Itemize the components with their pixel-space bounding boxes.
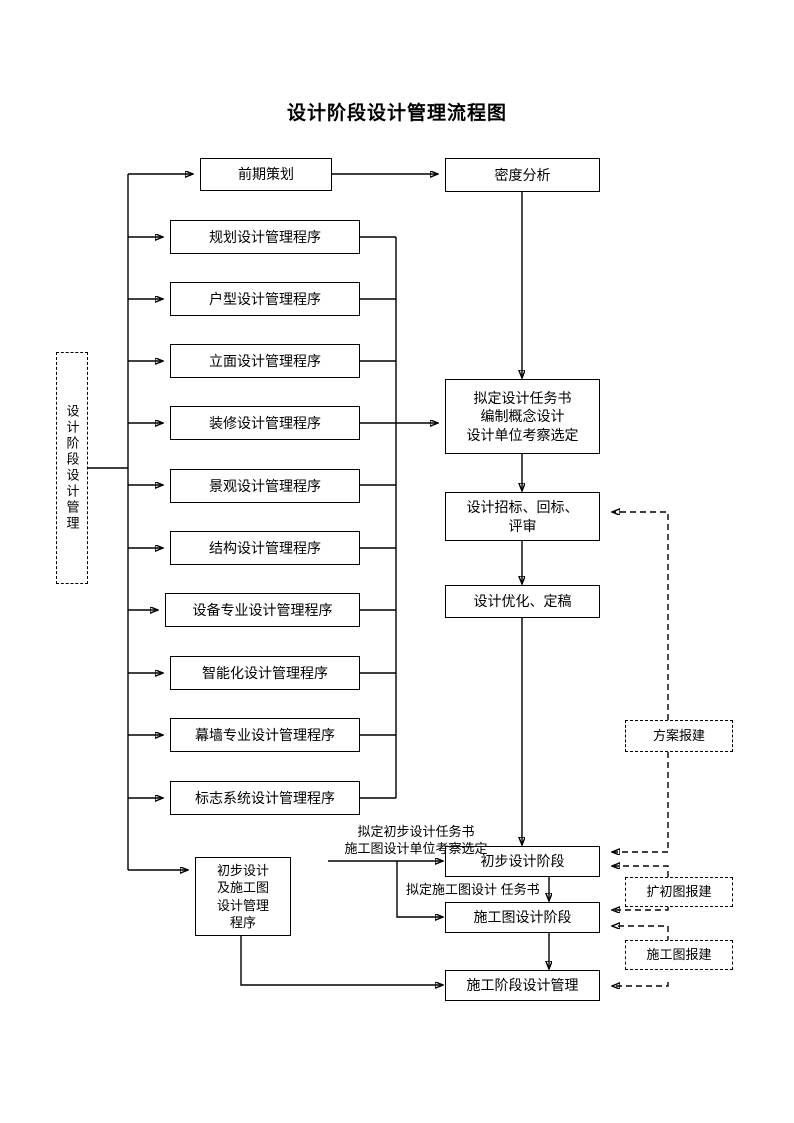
node-label: 初步设计阶段 [480,853,565,870]
node-label: 拟定设计任务书 编制概念设计 设计单位考察选定 [466,389,579,443]
node-structure-design-procedure[interactable]: 结构设计管理程序 [170,531,360,565]
page-title: 设计阶段设计管理流程图 [286,103,507,124]
node-landscape-design-procedure[interactable]: 景观设计管理程序 [170,469,360,503]
node-label: 标志系统设计管理程序 [195,789,335,806]
node-label: 方案报建 [652,728,705,744]
node-label: 规划设计管理程序 [209,228,321,245]
node-density-analysis[interactable]: 密度分析 [445,158,600,192]
node-preliminary-design-stage[interactable]: 初步设计阶段 [445,846,600,877]
node-label: 结构设计管理程序 [209,539,321,556]
node-construction-stage-design-management[interactable]: 施工阶段设计管理 [445,970,600,1001]
edge-label-construction-drawing-task: 拟定施工图设计 任务书 [406,882,540,897]
node-construction-drawing-permit[interactable]: 施工图报建 [625,940,733,970]
node-intelligent-design-procedure[interactable]: 智能化设计管理程序 [170,656,360,690]
node-planning-design-procedure[interactable]: 规划设计管理程序 [170,220,360,254]
stage-label-box: 设计阶段设计管理 [56,352,88,584]
edge-label-preliminary-task: 拟定初步设计任务书 施工图设计单位考察选定 [344,824,488,856]
node-label: 设计招标、回标、 评审 [466,499,579,534]
node-label: 前期策划 [238,166,294,183]
node-preliminary-and-construction-drawing-procedure[interactable]: 初步设计 及施工图 设计管理 程序 [195,857,291,936]
node-facade-design-procedure[interactable]: 立面设计管理程序 [170,344,360,378]
node-label: 扩初图报建 [646,884,712,900]
node-label: 设计优化、定稿 [473,593,572,610]
node-curtainwall-design-procedure[interactable]: 幕墙专业设计管理程序 [170,718,360,752]
node-construction-drawing-stage[interactable]: 施工图设计阶段 [445,902,600,933]
node-label: 户型设计管理程序 [209,290,321,307]
node-design-task-book[interactable]: 拟定设计任务书 编制概念设计 设计单位考察选定 [445,379,600,454]
node-label: 设备专业设计管理程序 [192,601,333,618]
node-label: 景观设计管理程序 [209,477,321,494]
node-label: 初步设计 及施工图 设计管理 程序 [216,863,269,930]
node-unit-type-design-procedure[interactable]: 户型设计管理程序 [170,282,360,316]
node-decoration-design-procedure[interactable]: 装修设计管理程序 [170,406,360,440]
node-design-optimization-final[interactable]: 设计优化、定稿 [445,585,600,618]
node-scheme-permit[interactable]: 方案报建 [625,720,733,752]
node-equipment-design-procedure[interactable]: 设备专业设计管理程序 [165,593,360,627]
node-label: 装修设计管理程序 [209,414,321,431]
node-signage-design-procedure[interactable]: 标志系统设计管理程序 [170,781,360,815]
node-expanded-preliminary-permit[interactable]: 扩初图报建 [625,877,733,907]
node-preplanning[interactable]: 前期策划 [200,158,332,191]
node-label: 密度分析 [494,166,551,183]
node-label: 幕墙专业设计管理程序 [195,726,335,743]
node-label: 施工图报建 [646,947,712,963]
node-label: 施工阶段设计管理 [466,977,579,994]
stage-label-text: 设计阶段设计管理 [64,404,80,532]
node-label: 施工图设计阶段 [473,909,572,926]
node-label: 智能化设计管理程序 [202,664,328,681]
node-design-bidding-review[interactable]: 设计招标、回标、 评审 [445,492,600,541]
node-label: 立面设计管理程序 [209,352,321,369]
